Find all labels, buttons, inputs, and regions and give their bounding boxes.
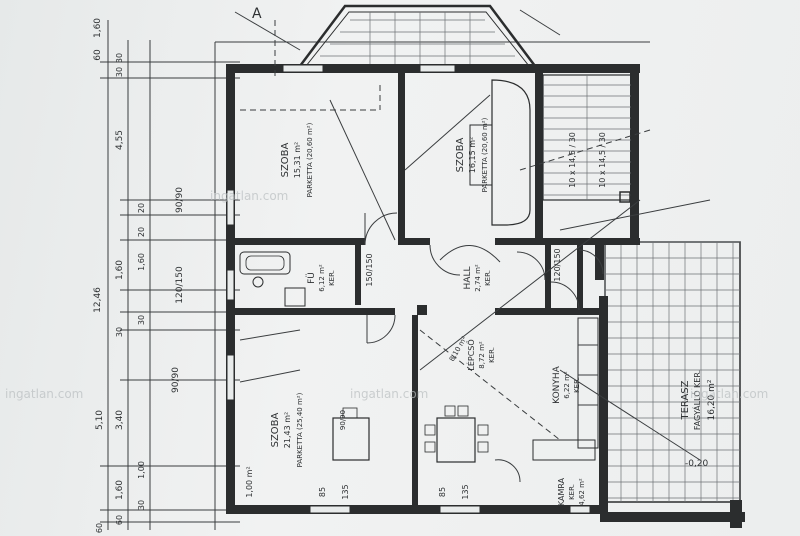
- bathroom-floor: KER.: [328, 270, 336, 286]
- stair-step-label: 10 x 14,5 / 30: [568, 132, 577, 188]
- sofa: [469, 79, 531, 226]
- dimension-value: 1,60: [115, 480, 125, 500]
- bay-window-projection: [297, 4, 538, 68]
- terrace-name: TERASZ: [680, 380, 691, 420]
- door-swings: [364, 212, 604, 483]
- stair-labels: 10 x 14,5 / 30 10 x 14,5 / 30: [568, 132, 607, 188]
- terrace-area-value: 16,20 m²: [707, 379, 717, 420]
- hall-area: 2,74 m²: [474, 264, 482, 292]
- dimension-lines: [100, 20, 650, 530]
- dining-table: [424, 405, 489, 463]
- dimension-value: 85: [438, 487, 447, 497]
- kitchen-name: KONYHA: [552, 365, 562, 403]
- section-guides: [234, 9, 711, 461]
- bedroom-sw-floor: PARKETTA (25,40 m²): [296, 392, 304, 467]
- window-tag: 120/150: [175, 266, 185, 304]
- room-labels: SZOBA 15,31 m² PARKETTA (20,60 m²) SZOBA…: [252, 6, 717, 506]
- terrace-level: -0,20: [685, 459, 709, 469]
- area-note: 1,00 m²: [245, 466, 254, 497]
- bedroom-ne-floor: PARKETTA (20,60 m²): [481, 117, 489, 192]
- hall-secondary-area: 8,10 m²: [448, 335, 469, 363]
- pantry-area: 4,62 m²: [578, 478, 586, 506]
- desk: [332, 407, 370, 461]
- left-dimension-values: 1,60 60 4,55 12,46 1,60 3,40 5,10 1,60 6…: [93, 18, 146, 533]
- bedroom-nw-name: SZOBA: [280, 142, 291, 177]
- staircase: [542, 74, 632, 203]
- dimension-value: 1,60: [137, 253, 146, 271]
- dimension-value: 12,46: [93, 287, 103, 313]
- kitchen-area: 6,22 m²: [563, 371, 571, 399]
- bedroom-sw-name: SZOBA: [270, 412, 281, 447]
- dimension-value: 135: [341, 484, 350, 499]
- bedroom-nw-area: 15,31 m²: [293, 142, 302, 178]
- bedroom-nw-floor: PARKETTA (20,60 m²): [306, 122, 314, 197]
- dimension-value: 85: [318, 487, 327, 497]
- dimension-value: 30: [115, 327, 124, 337]
- watermark-text: ingatlan.com: [5, 387, 83, 401]
- bathroom-fixtures: [239, 251, 306, 307]
- dimension-value: 60: [115, 515, 124, 525]
- dimension-value: 5,10: [95, 410, 105, 430]
- stairs-name: LÉPCSŐ: [465, 339, 476, 370]
- dimension-value: 30: [137, 315, 146, 325]
- dimension-value: 60: [93, 49, 103, 61]
- dimension-value: 20: [137, 203, 146, 213]
- hall-floor: KER.: [484, 270, 492, 286]
- dimension-value: 3,40: [115, 410, 125, 430]
- bedroom-ne-area: 16,15 m²: [468, 137, 477, 173]
- dimension-value: 30: [137, 500, 146, 510]
- dimension-value: 20: [137, 227, 146, 237]
- interior-walls: [235, 70, 605, 510]
- window-tag: 90/90: [175, 187, 185, 213]
- window-tag: 90/90: [339, 410, 347, 430]
- dimension-value: 4,55: [115, 130, 125, 150]
- dimension-value: 135: [461, 484, 470, 499]
- pantry-floor: KER.: [568, 484, 576, 500]
- watermarks: ingatlan.com ingatlan.com ingatlan.com i…: [5, 189, 768, 401]
- terrace-floor: FAGYÁLLÓ KER.: [691, 370, 702, 430]
- bathroom-name: FÜ: [306, 272, 317, 284]
- watermark-text: ingatlan.com: [690, 387, 768, 401]
- hall-name: HALL: [463, 267, 473, 290]
- windows: [226, 64, 591, 514]
- bedroom-sw-area: 21,43 m²: [283, 412, 292, 448]
- window-tag: 90/90: [171, 367, 181, 393]
- stairs-area: 8,72 m²: [478, 341, 486, 369]
- dimension-value: 60: [95, 523, 104, 533]
- stairs-floor: KER.: [488, 347, 496, 363]
- dimension-value: 1,60: [93, 18, 103, 38]
- kitchen-floor: KER.: [573, 377, 581, 393]
- window-tags: 90/90 120/150 90/90 150/150 120/150 90/9…: [171, 187, 562, 498]
- dimension-value: 1,60: [115, 260, 125, 280]
- window-tag: 120/150: [553, 248, 562, 281]
- bedroom-ne-name: SZOBA: [455, 137, 466, 172]
- window-tag: 150/150: [365, 253, 374, 286]
- stair-step-label: 10 x 14,5 / 30: [598, 132, 607, 188]
- terrace-area: [604, 241, 741, 503]
- pantry-name: KAMRA: [557, 477, 566, 506]
- watermark-text: ingatlan.com: [350, 387, 428, 401]
- kitchen-counter: [532, 317, 599, 461]
- dimension-value: 1,00: [137, 461, 146, 479]
- dimension-value: 30: [115, 67, 124, 77]
- bottom-dimension-values: 85 135 85 135: [318, 484, 470, 499]
- dimension-value: 30: [115, 53, 124, 63]
- section-marker-a: A: [252, 6, 262, 22]
- bathroom-area: 6,12 m²: [318, 264, 326, 292]
- watermark-text: ingatlan.com: [210, 189, 288, 203]
